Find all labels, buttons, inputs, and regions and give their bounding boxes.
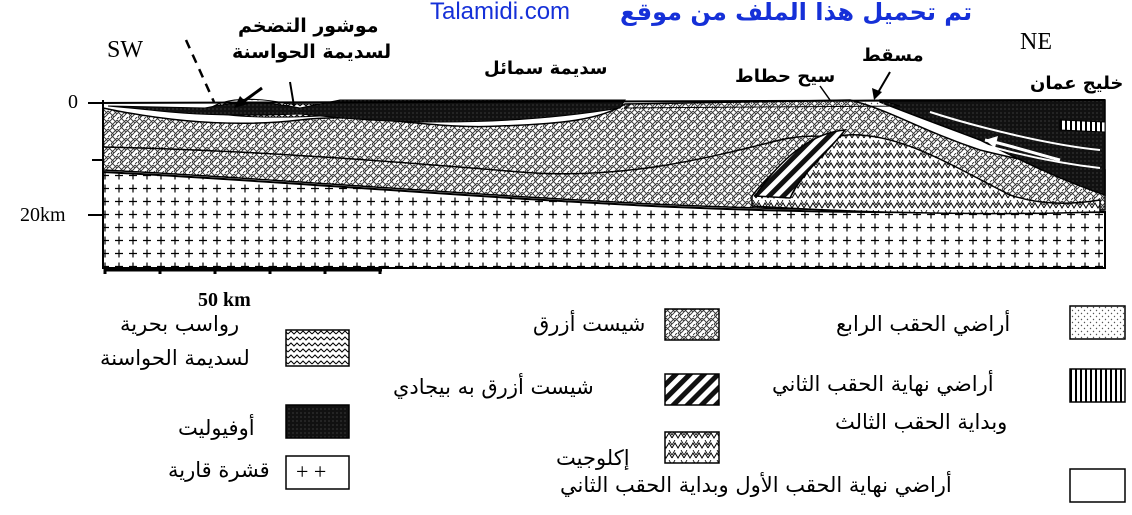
legend-eclogite-label: إكلوجيت [556,446,630,470]
legend-swatch-hawasina [285,329,350,367]
depth-zero-label: 0 [68,91,78,113]
gulf-inner-lines [909,111,1101,169]
scale-bar [103,266,382,274]
legend-late-primary-label: أراضي نهاية الحقب الأول وبداية الحقب الث… [560,473,952,497]
legend-swatch-jadeite [664,373,720,406]
flow-arrow-head [985,136,998,148]
fault-dashed-line [184,39,216,103]
semail-nappe-label: سديمة سمائل [484,58,608,79]
hatat-window-label: سيح حطاط [735,66,836,87]
muscat-label: مسقط [862,45,924,66]
legend-swatch-ophiolite [285,404,350,439]
legend-swatch-late-primary [1069,468,1126,503]
jadeite-blueschist-layer [753,129,847,199]
scale-label: 50 km [198,289,251,311]
legend-jadeite-label: شيست أزرق به بيجادي [393,375,594,399]
gulf-of-oman-label: خليج عمان [1030,73,1124,94]
watermark-site: Talamidi.com [430,0,571,25]
ne-label: NE [1020,29,1052,55]
legend-swatch-quaternary [1069,305,1126,340]
depth-20km-label: 20km [20,204,66,226]
legend-crust-symbol: + + [296,459,327,484]
sea-surface-line [97,99,1106,104]
legend-swatch-crust [285,455,350,490]
accretion-prism-label-line1: موشور التضخم [238,15,379,37]
legend-swatch-late-secondary [1069,368,1126,403]
legend-hawasina-line2: لسديمة الحواسنة [100,346,250,370]
muscat-arrow-head [872,88,882,100]
legend-late-secondary-line2: وبداية الحقب الثالث [835,410,1008,434]
watermark-text: تم تحميل هذا الملف من موقع [620,0,973,26]
legend-late-secondary-line1: أراضي نهاية الحقب الثاني [772,372,994,396]
prism-arrow-head [234,96,248,108]
legend-hawasina-line1: رواسب بحرية [120,312,240,336]
legend-crust-label: قشرة قارية [168,458,270,482]
legend-swatch-eclogite [664,431,720,464]
accretion-arrow [289,81,295,107]
legend-blueschist-label: شيست أزرق [533,312,646,336]
gulf-of-oman-ophiolite [879,99,1106,197]
late-secondary-strip [1059,119,1106,133]
hatat-arrow [819,85,831,101]
sw-label: SW [107,37,143,63]
legend-ophiolite-label: أوفيوليت [178,416,255,440]
legend-quaternary-label: أراضي الحقب الرابع [836,312,1011,336]
accretion-prism-label-line2: لسديمة الحواسنة [232,41,392,63]
legend-swatch-blueschist [664,308,720,341]
